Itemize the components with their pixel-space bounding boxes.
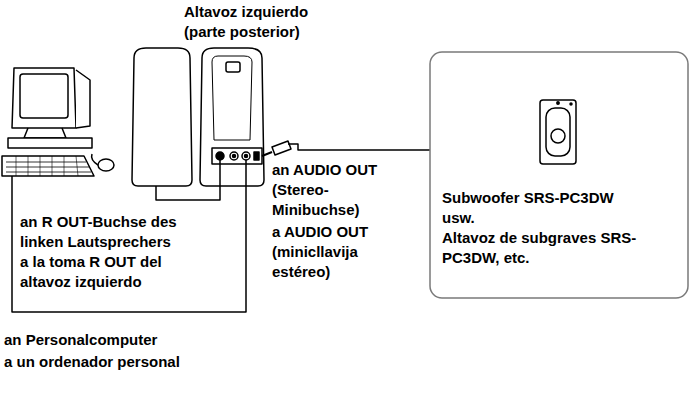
device-box: Subwoofer SRS-PC3DW usw.Altavoz de subgr…: [430, 52, 688, 298]
callout-label: an R OUT-Buchse des linken Lautsprechers: [20, 212, 215, 252]
device-text: Subwoofer SRS-PC3DW usw.: [442, 188, 640, 228]
callout-label: an AUDIO OUT (Stereo-Minibuchse): [272, 160, 402, 220]
callout-label: a AUDIO OUT (minicllavija estéreo): [272, 222, 402, 282]
callout-label: an Personalcomputer: [4, 330, 244, 350]
device-text: Altavoz de subgraves SRS-PC3DW, etc.: [442, 228, 640, 268]
callout-label: a un ordenador personal: [4, 352, 244, 372]
callout-label: Altavoz izquierdo (parte posterior): [184, 2, 354, 42]
callout-label: a la toma R OUT del altavoz izquierdo: [20, 252, 215, 292]
